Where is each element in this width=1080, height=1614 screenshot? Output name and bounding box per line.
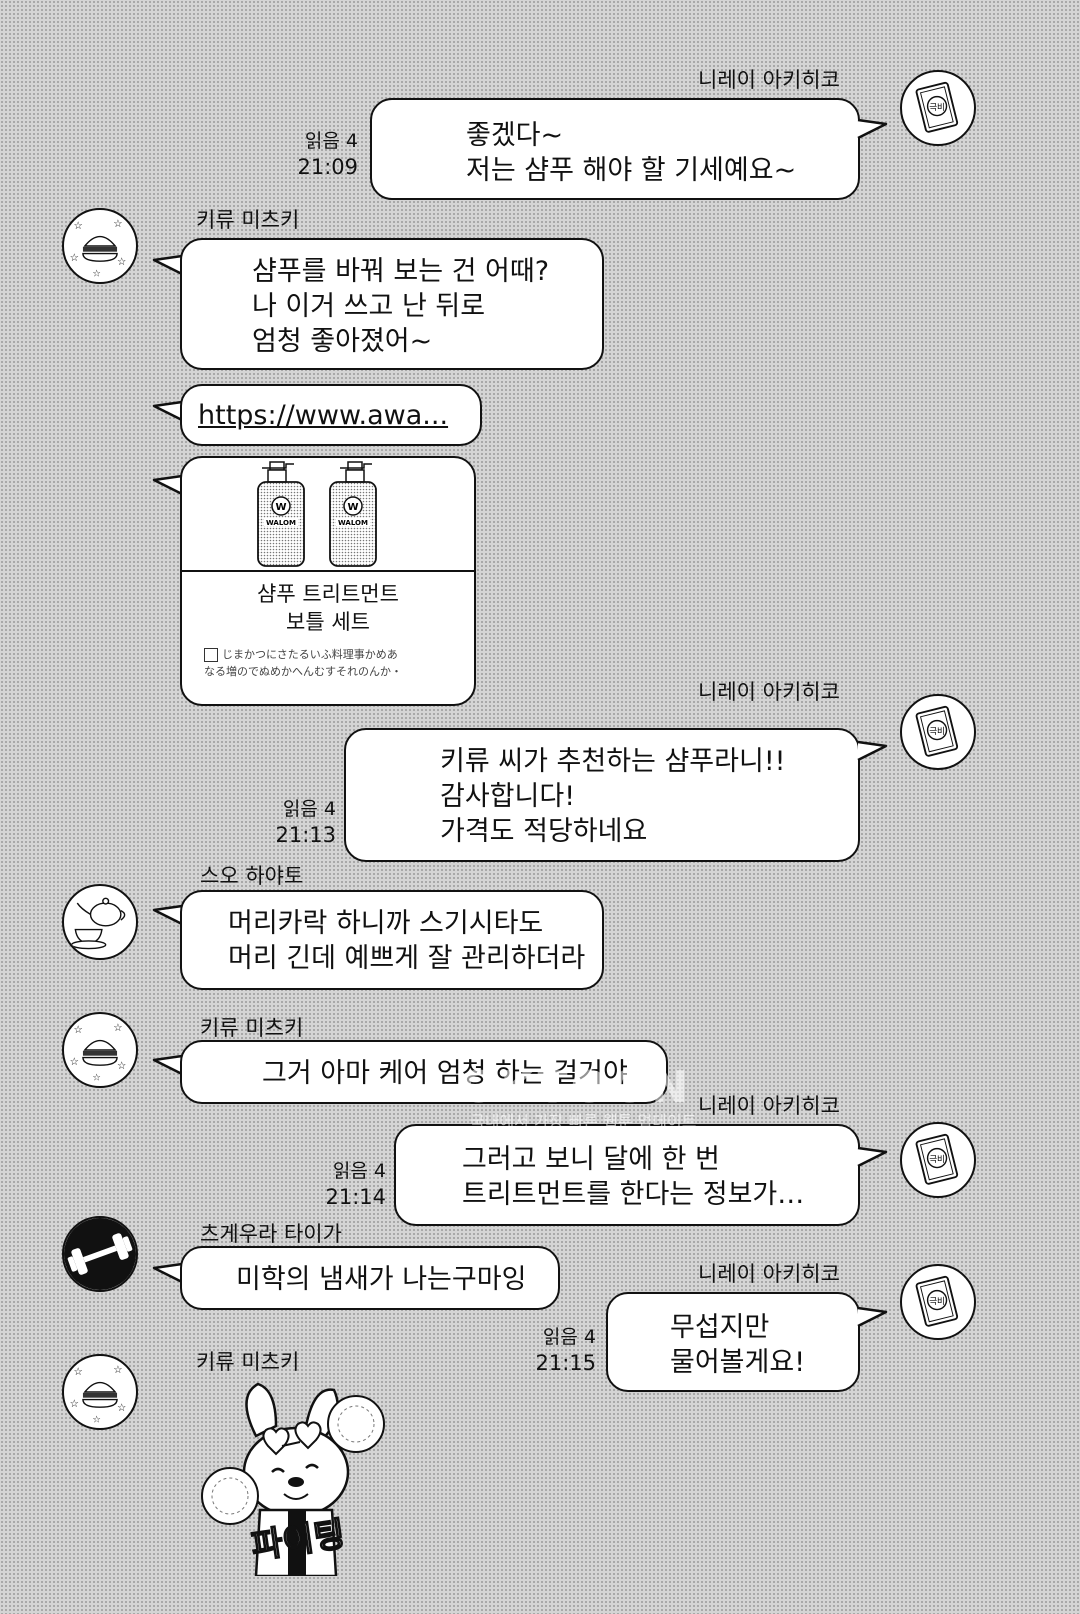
svg-text:☆: ☆ (117, 256, 126, 268)
avatar-kiryu[interactable]: ☆ ☆ ☆ ☆ ☆ (62, 208, 138, 284)
link-bubble[interactable]: https://www.awa... (180, 384, 482, 446)
sender-name-nirei: 니레이 아키히코 (698, 1094, 840, 1118)
svg-text:☆: ☆ (70, 1056, 79, 1068)
burger-icon: ☆ ☆ ☆ ☆ ☆ (70, 1364, 127, 1425)
bubble-tail (152, 474, 183, 496)
teapot-icon (70, 897, 126, 950)
sender-name-kiryu: 키류 미츠키 (200, 1016, 304, 1040)
watermark-brand: OKTOON (460, 1062, 692, 1113)
bubble-tail (152, 904, 183, 926)
svg-text:☆: ☆ (92, 1072, 101, 1083)
bubble-tail (857, 740, 888, 762)
message-bubble[interactable]: 그거 아마 케어 엄청 하는 걸거야 (180, 1040, 668, 1104)
svg-text:WALOM: WALOM (338, 519, 368, 527)
product-image[interactable]: W WALOM W WALOM (182, 458, 474, 572)
read-status: 읽음 4 21:13 (275, 798, 336, 847)
message-bubble[interactable]: 머리카락 하니까 스기시타도 머리 긴데 예쁘게 잘 관리하더라 (180, 890, 604, 990)
svg-text:W: W (275, 502, 286, 513)
bubble-tail (152, 1054, 183, 1076)
svg-text:W: W (347, 502, 358, 513)
svg-text:극비: 극비 (929, 1297, 945, 1307)
message-bubble[interactable]: 무섭지만 물어볼게요! (606, 1292, 860, 1392)
svg-text:☆: ☆ (73, 1366, 82, 1378)
sender-name-kiryu: 키류 미츠키 (196, 1350, 300, 1374)
shampoo-bottles-icon: W WALOM W WALOM (257, 461, 377, 567)
sender-name-nirei: 니레이 아키히코 (698, 68, 840, 92)
read-status: 읽음 4 21:14 (325, 1160, 386, 1209)
svg-text:☆: ☆ (92, 268, 101, 279)
book-icon: 극비 (915, 1133, 959, 1185)
message-bubble[interactable]: 그러고 보니 달에 한 번 트리트먼트를 한다는 정보가… (394, 1124, 860, 1226)
sender-name-suo: 스오 하야토 (200, 864, 304, 888)
svg-text:☆: ☆ (92, 1414, 101, 1425)
book-icon: 극비 (915, 81, 959, 133)
svg-text:☆: ☆ (113, 1022, 122, 1034)
avatar-nirei[interactable]: 극비 (900, 694, 976, 770)
sender-name-nirei: 니레이 아키히코 (698, 680, 840, 704)
svg-text:극비: 극비 (929, 727, 945, 737)
svg-text:☆: ☆ (117, 1402, 126, 1414)
bubble-tail (857, 1146, 888, 1168)
svg-text:☆: ☆ (70, 1398, 79, 1410)
bubble-tail (857, 118, 888, 140)
cheer-dog-sticker[interactable]: 파이팅 (196, 1376, 406, 1578)
bubble-tail (152, 400, 183, 422)
avatar-nirei[interactable]: 극비 (900, 1122, 976, 1198)
svg-text:☆: ☆ (73, 220, 82, 232)
bubble-tail (152, 254, 183, 276)
avatar-kiryu[interactable]: ☆ ☆ ☆ ☆ ☆ (62, 1012, 138, 1088)
bubble-tail (857, 1306, 888, 1328)
product-description: じまかつにさたるいふ料理事かめあ なる増のでぬめかへんむすそれのんか・ (204, 648, 402, 678)
read-status: 읽음 4 21:15 (535, 1326, 596, 1375)
burger-icon: ☆ ☆ ☆ ☆ ☆ (70, 1022, 127, 1083)
svg-text:WALOM: WALOM (266, 519, 296, 527)
message-bubble[interactable]: 키류 씨가 추천하는 샴푸라니!! 감사합니다! 가격도 적당하네요 (344, 728, 860, 862)
avatar-nirei[interactable]: 극비 (900, 70, 976, 146)
svg-text:☆: ☆ (73, 1024, 82, 1036)
avatar-kiryu[interactable]: ☆ ☆ ☆ ☆ ☆ (62, 1354, 138, 1430)
avatar-suo[interactable] (62, 884, 138, 960)
avatar-tsugeura[interactable] (62, 1216, 138, 1292)
burger-icon: ☆ ☆ ☆ ☆ ☆ (70, 218, 127, 279)
svg-text:극비: 극비 (929, 103, 945, 113)
checkbox-icon (204, 648, 218, 662)
book-icon: 극비 (915, 705, 959, 757)
sender-name-tsugeura: 츠게우라 타이가 (200, 1222, 342, 1246)
svg-text:☆: ☆ (113, 218, 122, 230)
message-bubble[interactable]: 미학의 냄새가 나는구마잉 (180, 1246, 560, 1310)
book-icon: 극비 (915, 1275, 959, 1327)
shared-link[interactable]: https://www.awa... (198, 400, 449, 431)
dumbbell-icon (64, 1218, 136, 1290)
message-bubble[interactable]: 좋겠다~ 저는 샴푸 해야 할 기세예요~ (370, 98, 860, 200)
sender-name-nirei: 니레이 아키히코 (698, 1262, 840, 1286)
message-bubble[interactable]: 샴푸를 바꿔 보는 건 어때? 나 이거 쓰고 난 뒤로 엄청 좋아졌어~ (180, 238, 604, 370)
svg-text:☆: ☆ (113, 1364, 122, 1376)
sender-name-kiryu: 키류 미츠키 (196, 208, 300, 232)
cheer-dog-icon: 파이팅 (201, 1382, 385, 1578)
read-status: 읽음 4 21:09 (297, 130, 358, 179)
bubble-tail (152, 1262, 183, 1284)
svg-text:☆: ☆ (70, 252, 79, 264)
product-card[interactable]: W WALOM W WALOM 샴푸 트리트먼트 보틀 세트 じまかつにさたるい… (180, 456, 476, 706)
svg-text:☆: ☆ (117, 1060, 126, 1072)
svg-text:극비: 극비 (929, 1155, 945, 1165)
watermark-tagline: 국내에서 가장 빠른 웹툰 업데이트 (470, 1112, 697, 1131)
avatar-nirei[interactable]: 극비 (900, 1264, 976, 1340)
product-title: 샴푸 트리트먼트 보틀 세트 (257, 582, 399, 634)
